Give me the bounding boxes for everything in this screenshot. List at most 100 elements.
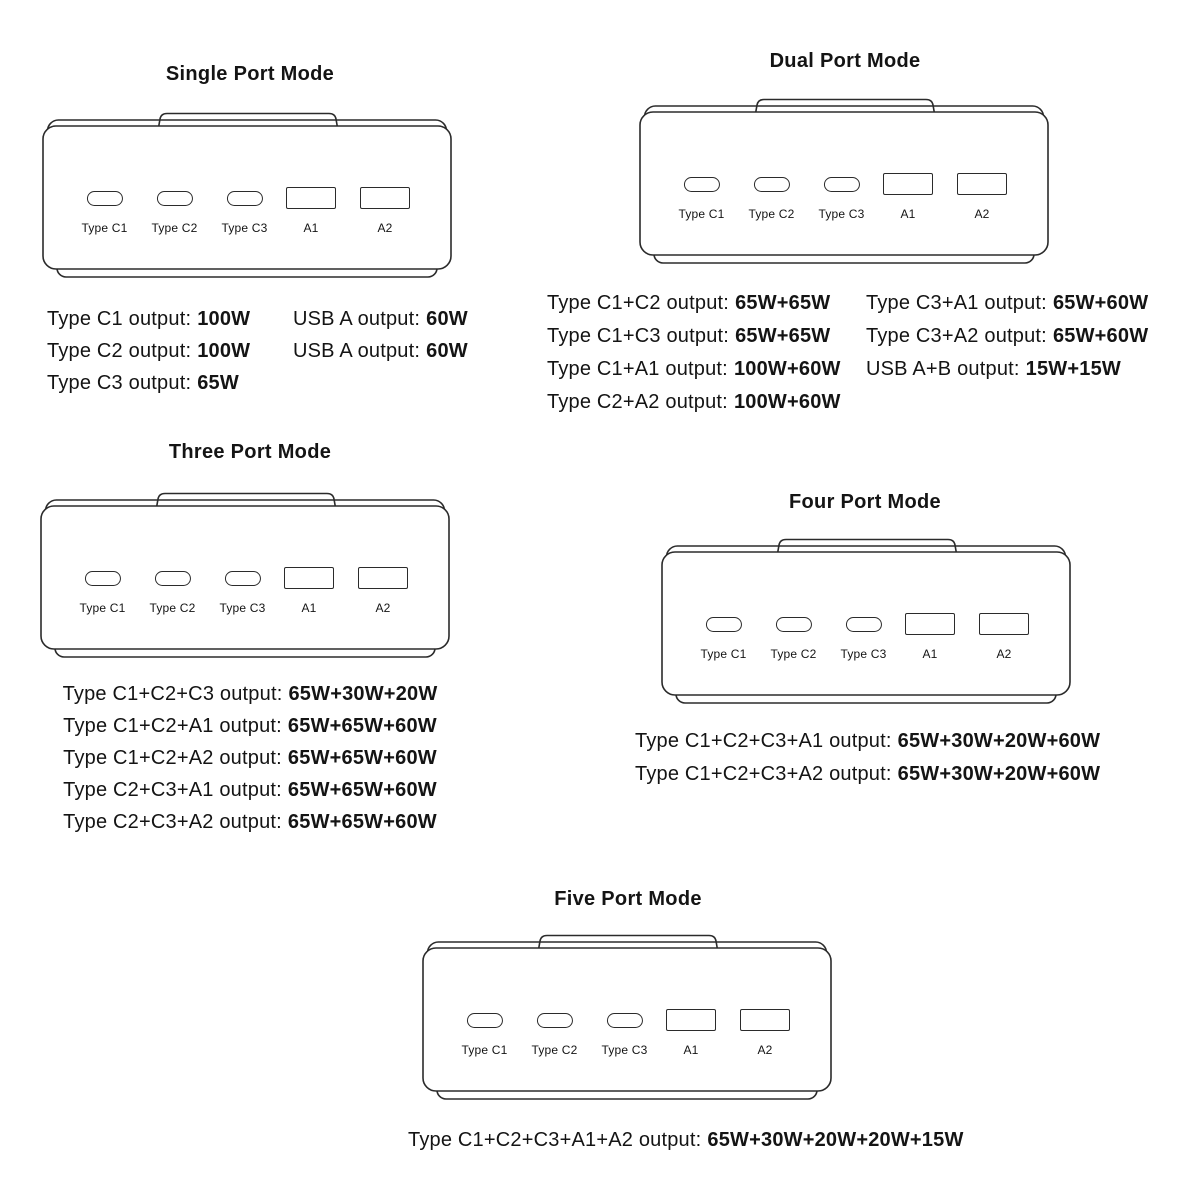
charger-device-illustration: Type C1 Type C2 Type C3 A1 A2	[639, 98, 1049, 265]
section-title-three: Three Port Mode	[168, 441, 332, 463]
output-line: USB A output:60W	[293, 308, 468, 330]
output-list: Type C1+C2+C3 output:65W+30W+20W Type C1…	[30, 678, 470, 838]
port-label-c1: Type C1	[81, 221, 128, 235]
usb-c1-port-icon	[466, 1012, 503, 1028]
port-label-a2: A2	[996, 647, 1012, 661]
usb-c2-port-icon	[536, 1012, 573, 1028]
output-line: Type C1+A1 output:100W+60W	[547, 358, 841, 380]
port-label-a2: A2	[757, 1043, 773, 1057]
port-group-a2: A2	[979, 613, 1029, 661]
usb-a2-port-icon	[740, 1009, 790, 1031]
port-group-c1: Type C1	[678, 173, 724, 221]
dual-port-mode-section: Dual Port Mode Type C1 Type C2 Type C3	[540, 45, 1200, 425]
port-group-c1: Type C1	[79, 567, 125, 615]
output-list: Type C1+C2+C3+A1+A2 output:65W+30W+20W+2…	[408, 1124, 964, 1157]
port-label-c3: Type C3	[818, 207, 865, 221]
output-line: USB A+B output:15W+15W	[866, 358, 1121, 380]
usb-a1-port-icon	[666, 1009, 716, 1031]
output-line: Type C1+C3 output:65W+65W	[547, 325, 831, 347]
port-group-a1: A1	[284, 567, 334, 615]
charger-device-illustration: Type C1 Type C2 Type C3 A1 A2	[42, 112, 452, 279]
port-label-c1: Type C1	[678, 207, 725, 221]
output-line: Type C1+C2 output:65W+65W	[547, 292, 831, 314]
three-port-mode-section: Three Port Mode Type C1 Type C2 Type C3	[30, 438, 470, 850]
port-label-c2: Type C2	[770, 647, 817, 661]
charger-device-illustration: Type C1 Type C2 Type C3 A1 A2	[661, 538, 1071, 705]
port-label-c1: Type C1	[461, 1043, 508, 1057]
output-line: Type C1+C2+C3 output:65W+30W+20W	[62, 683, 438, 705]
five-port-mode-section: Five Port Mode Type C1 Type C2 Type C3	[408, 885, 964, 1175]
port-label-c3: Type C3	[219, 601, 266, 615]
output-line: USB A output:60W	[293, 340, 468, 362]
port-group-c2: Type C2	[151, 187, 197, 235]
port-label-a1: A1	[303, 221, 319, 235]
port-group-c2: Type C2	[748, 173, 794, 221]
port-group-c3: Type C3	[219, 567, 265, 615]
usb-c1-port-icon	[86, 190, 123, 206]
output-line: Type C3 output:65W	[47, 372, 239, 394]
output-column-right: Type C3+A1 output:65W+60W Type C3+A2 out…	[866, 287, 1148, 386]
section-title-five: Five Port Mode	[554, 888, 702, 910]
port-group-a2: A2	[358, 567, 408, 615]
usb-c3-port-icon	[823, 176, 860, 192]
usb-a2-port-icon	[358, 567, 408, 589]
port-group-c3: Type C3	[221, 187, 267, 235]
usb-a2-port-icon	[957, 173, 1007, 195]
output-line: Type C2+C3+A1 output:65W+65W+60W	[63, 779, 437, 801]
usb-c1-port-icon	[705, 616, 742, 632]
port-label-c2: Type C2	[748, 207, 795, 221]
output-line: Type C1+C2+C3+A1+A2 output:65W+30W+20W+2…	[408, 1129, 964, 1151]
output-column-left: Type C1+C2 output:65W+65W Type C1+C3 out…	[547, 287, 841, 419]
port-group-c3: Type C3	[818, 173, 864, 221]
port-label-c1: Type C1	[700, 647, 747, 661]
port-group-c3: Type C3	[840, 613, 886, 661]
single-port-mode-section: Single Port Mode Type C1 Type C2 Type C3	[30, 60, 470, 405]
port-label-c3: Type C3	[601, 1043, 648, 1057]
port-group-a2: A2	[740, 1009, 790, 1057]
usb-c3-port-icon	[845, 616, 882, 632]
port-label-a2: A2	[375, 601, 391, 615]
port-group-c1: Type C1	[461, 1009, 507, 1057]
usb-a1-port-icon	[905, 613, 955, 635]
section-title-four: Four Port Mode	[789, 491, 941, 513]
usb-c3-port-icon	[226, 190, 263, 206]
port-label-c3: Type C3	[840, 647, 887, 661]
output-line: Type C2 output:100W	[47, 340, 251, 362]
usb-a1-port-icon	[284, 567, 334, 589]
usb-c3-port-icon	[224, 570, 261, 586]
port-group-a2: A2	[360, 187, 410, 235]
output-line: Type C2+C3+A2 output:65W+65W+60W	[63, 811, 437, 833]
charger-device-illustration: Type C1 Type C2 Type C3 A1 A2	[40, 492, 450, 659]
usb-a2-port-icon	[360, 187, 410, 209]
output-list: Type C1+C2+C3+A1 output:65W+30W+20W+60W …	[635, 725, 1101, 791]
charger-device-illustration: Type C1 Type C2 Type C3 A1 A2	[422, 934, 832, 1101]
port-label-c2: Type C2	[149, 601, 196, 615]
output-line: Type C1+C2+A2 output:65W+65W+60W	[63, 747, 437, 769]
output-line: Type C1+C2+C3+A1 output:65W+30W+20W+60W	[635, 730, 1101, 752]
port-group-a1: A1	[883, 173, 933, 221]
port-label-a1: A1	[683, 1043, 699, 1057]
port-label-a1: A1	[900, 207, 916, 221]
port-group-a1: A1	[666, 1009, 716, 1057]
port-group-c2: Type C2	[770, 613, 816, 661]
port-group-c2: Type C2	[531, 1009, 577, 1057]
four-port-mode-section: Four Port Mode Type C1 Type C2 Type C3	[635, 488, 1101, 793]
output-line: Type C1+C2+A1 output:65W+65W+60W	[63, 715, 437, 737]
port-group-c1: Type C1	[81, 187, 127, 235]
output-column-right: USB A output:60W USB A output:60W	[293, 303, 468, 367]
usb-c3-port-icon	[606, 1012, 643, 1028]
port-group-c3: Type C3	[601, 1009, 647, 1057]
usb-c1-port-icon	[683, 176, 720, 192]
output-line: Type C1+C2+C3+A2 output:65W+30W+20W+60W	[635, 763, 1101, 785]
usb-a2-port-icon	[979, 613, 1029, 635]
port-label-a2: A2	[974, 207, 990, 221]
port-group-a2: A2	[957, 173, 1007, 221]
output-line: Type C3+A2 output:65W+60W	[866, 325, 1149, 347]
output-column-left: Type C1 output:100W Type C2 output:100W …	[47, 303, 250, 399]
section-title-dual: Dual Port Mode	[769, 50, 921, 72]
port-label-a1: A1	[301, 601, 317, 615]
port-group-a1: A1	[286, 187, 336, 235]
port-label-c2: Type C2	[531, 1043, 578, 1057]
output-line: Type C1 output:100W	[47, 308, 251, 330]
